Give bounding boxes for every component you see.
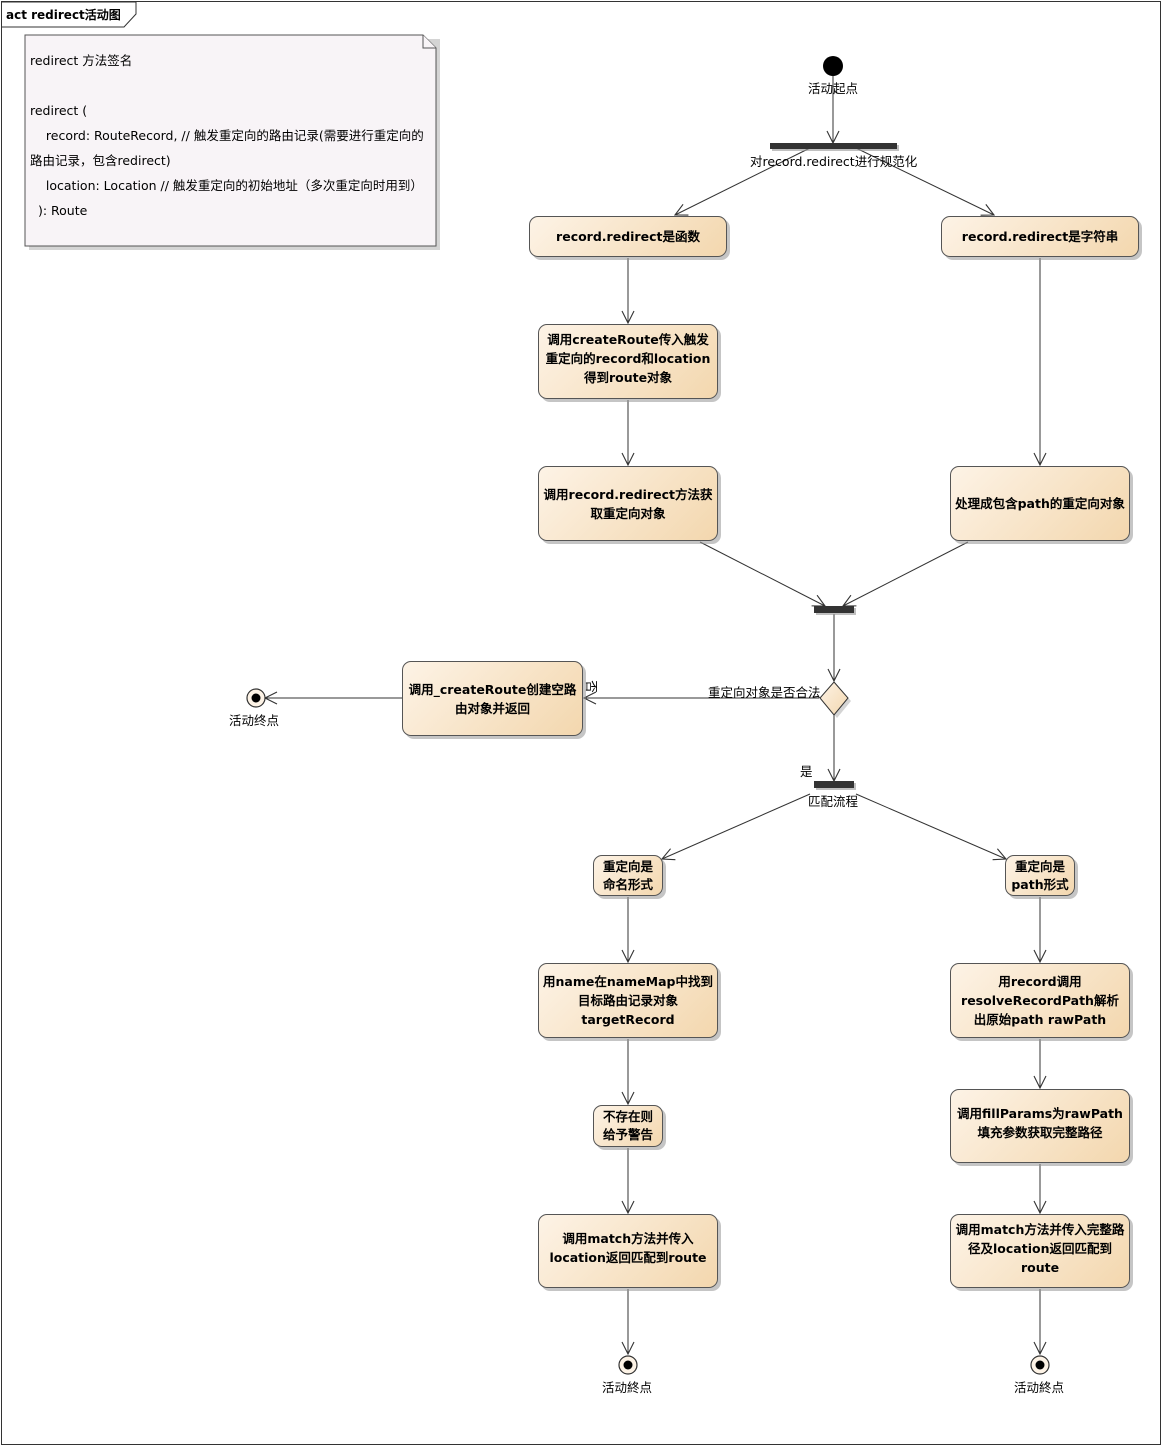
end-bottom-left-label: 活动終点 (602, 1380, 653, 1395)
note-line (30, 73, 440, 98)
note-line: location: Location // 触发重定向的初始地址（多次重定向时用… (30, 178, 423, 193)
edge-fork2-named (662, 793, 811, 859)
edge-process-path-join (843, 541, 969, 606)
activity-is-function: record.redirect是函数 (529, 216, 727, 257)
frame-title: act redirect活动图 (6, 8, 121, 22)
fork-normalize-label: 对record.redirect进行规范化 (750, 154, 918, 169)
edges (265, 76, 1040, 1354)
fork-bar-normalize (770, 143, 897, 149)
activity-resolve-path: 用record调用resolveRecordPath解析出原始path rawP… (950, 963, 1130, 1038)
activity-named-form: 重定向是命名形式 (593, 855, 663, 896)
activity-create-empty-route: 调用_createRoute创建空路由对象并返回 (402, 661, 583, 736)
edge-fork1-is-function (675, 147, 811, 215)
edge-call-redirect-join (699, 541, 825, 606)
activity-fill-params: 调用fillParams为rawPath填充参数获取完整路径 (950, 1089, 1130, 1163)
activity-is-string: record.redirect是字符串 (941, 216, 1139, 257)
activity-match-named: 调用match方法并传入location返回匹配到route (538, 1214, 718, 1288)
activity-path-form: 重定向是path形式 (1005, 855, 1075, 896)
no-guard-label: 否 (583, 680, 599, 693)
note-line: redirect ( (30, 103, 88, 118)
start-node (823, 56, 843, 76)
yes-guard-label: 是 (800, 764, 813, 779)
fork-bar-match (814, 781, 854, 788)
join-bar (814, 606, 854, 613)
note-text: redirect 方法签名 redirect ( record: RouteRe… (30, 48, 440, 223)
start-label: 活动起点 (808, 81, 859, 96)
end-node-left (246, 688, 266, 708)
edge-fork2-path (855, 793, 1006, 859)
activity-process-path: 处理成包含path的重定向对象 (950, 466, 1130, 541)
activity-find-by-name: 用name在nameMap中找到目标路由记录对象targetRecord (538, 963, 718, 1038)
edge-fork1-is-string (855, 147, 994, 215)
fork-match-label: 匹配流程 (808, 794, 859, 809)
activity-call-redirect: 调用record.redirect方法获取重定向对象 (538, 466, 718, 541)
note-line: ): Route (30, 203, 88, 218)
note-line: 路由记录，包含redirect) (30, 153, 171, 168)
note-shape (24, 34, 440, 250)
end-left-label: 活动终点 (229, 713, 280, 728)
decision-diamond (819, 681, 851, 718)
decision-label: 重定向对象是否合法 (708, 685, 821, 700)
end-node-bottom-left (618, 1355, 638, 1375)
activity-not-exist-warn: 不存在则给予警告 (593, 1105, 663, 1147)
note-line: record: RouteRecord, // 触发重定向的路由记录(需要进行重… (30, 128, 424, 143)
activity-match-path: 调用match方法并传入完整路径及location返回匹配到route (950, 1214, 1130, 1288)
frame-tab (2, 1, 137, 28)
activity-create-route: 调用createRoute传入触发重定向的record和location得到ro… (538, 324, 718, 399)
end-bottom-right-label: 活动終点 (1014, 1380, 1065, 1395)
note-line: redirect 方法签名 (30, 53, 133, 68)
end-node-bottom-right (1030, 1355, 1050, 1375)
